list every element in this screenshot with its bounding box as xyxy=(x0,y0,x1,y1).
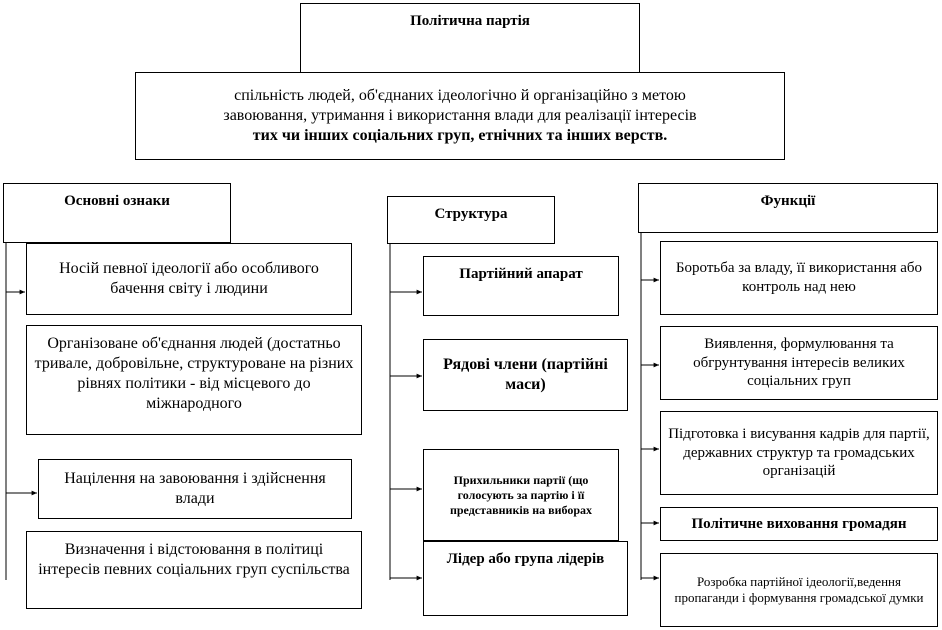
structure-box-members: Рядові члени (партійні маси) xyxy=(423,339,628,411)
structure-text: Лідер або група лідерів xyxy=(446,551,605,567)
definition-line-2: завоювання, утримання і використання вла… xyxy=(223,107,697,124)
feature-text: Визначення і відстоювання в політиці інт… xyxy=(38,541,350,578)
function-box-cadres: Підготовка і висування кадрів для партії… xyxy=(660,411,938,495)
structure-text: Прихильники партії (що голосують за парт… xyxy=(449,472,593,517)
structure-header-text: Структура xyxy=(434,206,508,222)
feature-text: Носій певної ідеології або особливого ба… xyxy=(59,260,319,297)
feature-box-organization: Організоване об'єднання людей (достатньо… xyxy=(26,325,362,435)
structure-text: Рядові члени (партійні маси) xyxy=(443,356,608,393)
definition-line-3: тих чи інших соціальних груп, етнічних т… xyxy=(252,127,668,144)
definition-text: спільність людей, об'єднаних ідеологічно… xyxy=(223,86,696,146)
feature-text: Організоване об'єднання людей (достатньо… xyxy=(34,335,354,412)
definition-line-1: спільність людей, об'єднаних ідеологічно… xyxy=(234,87,686,104)
function-text: Боротьба за владу, її використання або к… xyxy=(675,260,923,295)
structure-box-apparatus: Партійний апарат xyxy=(423,256,619,316)
function-box-ideology: Розробка партійної ідеології,ведення про… xyxy=(660,553,938,627)
function-box-power-struggle: Боротьба за владу, її використання або к… xyxy=(660,241,938,315)
function-text: Підготовка і висування кадрів для партії… xyxy=(668,425,930,480)
definition-box: спільність людей, об'єднаних ідеологічно… xyxy=(135,72,785,160)
structure-header: Структура xyxy=(387,196,555,244)
title-text: Політична партія xyxy=(410,13,530,29)
structure-text: Партійний апарат xyxy=(459,266,583,282)
function-box-interests: Виявлення, формулювання та обгрунтування… xyxy=(660,326,938,400)
feature-box-power: Націлення на завоювання і здійснення вла… xyxy=(38,459,352,519)
feature-text: Націлення на завоювання і здійснення вла… xyxy=(64,470,326,507)
features-header-text: Основні ознаки xyxy=(64,193,170,209)
structure-box-leaders: Лідер або група лідерів xyxy=(423,541,628,616)
function-text: Розробка партійної ідеології,ведення про… xyxy=(674,573,924,605)
function-text: Політичне виховання громадян xyxy=(691,515,907,532)
function-box-education: Політичне виховання громадян xyxy=(660,507,938,541)
title-box: Політична партія xyxy=(300,3,640,78)
function-text: Виявлення, формулювання та обгрунтування… xyxy=(693,335,905,390)
structure-box-supporters: Прихильники партії (що голосують за парт… xyxy=(423,449,619,541)
functions-header-text: Функції xyxy=(760,193,816,209)
features-header: Основні ознаки xyxy=(3,183,231,243)
feature-box-interests: Визначення і відстоювання в політиці інт… xyxy=(26,531,362,609)
functions-header: Функції xyxy=(638,183,938,233)
feature-box-ideology: Носій певної ідеології або особливого ба… xyxy=(26,243,352,315)
